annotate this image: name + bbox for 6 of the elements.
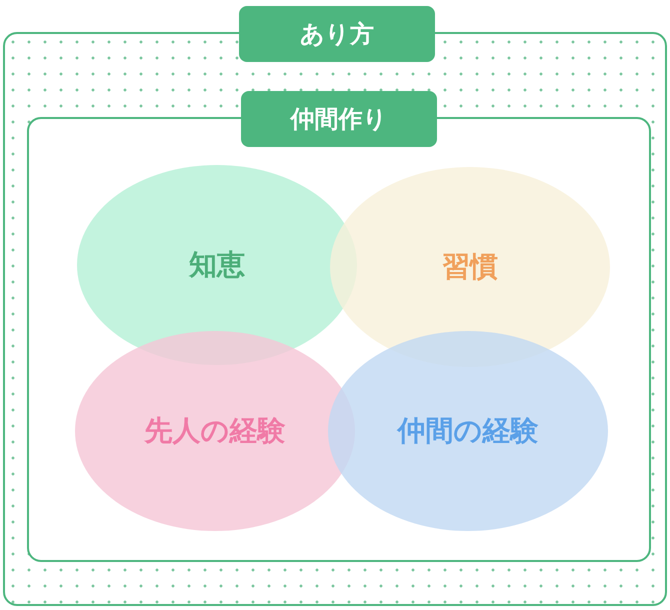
group-title-tab: 仲間作り — [241, 91, 437, 147]
ellipse-label: 先人の経験 — [143, 413, 286, 449]
group-title-tab: あり方 — [239, 6, 435, 62]
ellipse-label: 仲間の経験 — [396, 413, 540, 449]
ellipse-label: 知恵 — [188, 247, 246, 283]
ellipse-label: 習慣 — [441, 249, 499, 285]
